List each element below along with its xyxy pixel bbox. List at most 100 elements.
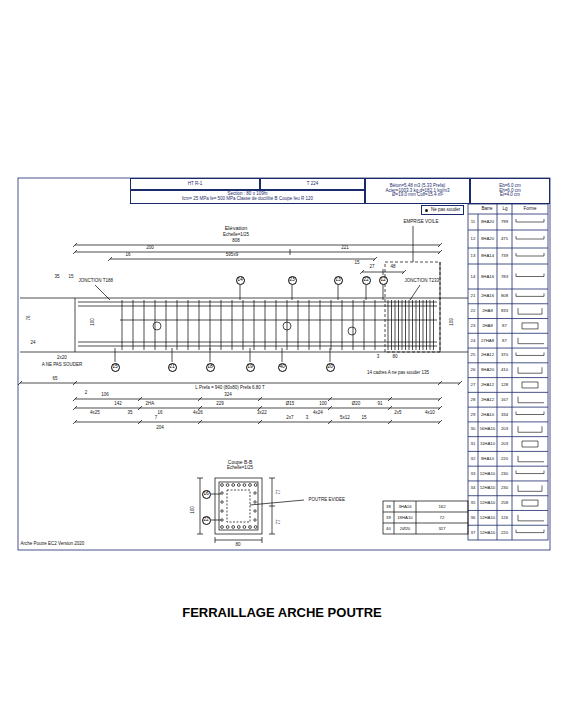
stroke <box>438 420 442 424</box>
stroke <box>221 300 222 350</box>
callout-number: 12 <box>380 277 386 283</box>
stroke <box>249 484 252 487</box>
stroke <box>468 436 548 437</box>
dimension-label: 204 <box>156 426 165 431</box>
stroke <box>144 300 145 350</box>
stroke <box>243 484 246 487</box>
stroke <box>360 270 364 274</box>
dimension-label: Coupe B-B <box>227 460 252 465</box>
stroke <box>438 250 442 254</box>
callout-circle: 22 <box>202 516 211 525</box>
stroke <box>398 300 399 350</box>
table-cell: 31 <box>470 442 476 446</box>
table-cell: Forme <box>523 207 537 212</box>
stroke <box>254 510 256 512</box>
stroke <box>198 397 202 401</box>
stroke <box>522 500 538 506</box>
dimension-label: 100 <box>319 402 328 407</box>
stroke <box>166 300 167 350</box>
stroke <box>353 300 354 350</box>
stroke <box>254 484 257 487</box>
dimension-label: 100 <box>191 506 196 515</box>
stroke <box>438 406 442 410</box>
title-cell: HT R-1 <box>130 178 260 190</box>
stroke <box>364 300 365 350</box>
stroke <box>258 406 262 410</box>
table-cell: 12HA10 <box>479 501 496 505</box>
table-cell: 8HA10 <box>480 457 494 461</box>
dimension-label: 4x10 <box>425 411 436 416</box>
title-cell: Eb=6.0 cmEh=6.0 cmEi=4.0 cm <box>470 178 550 204</box>
stroke <box>254 526 257 529</box>
title-text: fcm= 25 MPa fe= 500 MPa Classe de ductil… <box>182 197 313 202</box>
stroke <box>287 300 288 350</box>
title-text: T 224 <box>307 182 318 187</box>
stroke <box>433 300 434 350</box>
table-cell: 12 <box>470 237 476 241</box>
stroke <box>468 303 548 304</box>
stroke <box>249 526 252 529</box>
stroke <box>108 257 112 261</box>
table-cell: 739 <box>500 254 508 258</box>
stroke <box>468 264 548 265</box>
stroke <box>254 519 256 521</box>
table-cell: 2HA12 <box>480 383 494 387</box>
dimension-label: 77 <box>277 489 282 495</box>
stroke <box>258 397 262 401</box>
table-cell: 475 <box>500 237 508 241</box>
dimension-label: 109 <box>450 318 455 327</box>
dimension-label: 162 <box>438 504 446 508</box>
table-cell: 12HA10 <box>479 486 496 490</box>
table-cell: 28 <box>470 398 476 402</box>
table-cell: 11HA10 <box>479 442 495 446</box>
stroke <box>254 300 255 350</box>
stroke <box>468 421 548 422</box>
stroke <box>468 333 548 334</box>
stroke <box>518 515 544 521</box>
stroke <box>243 300 244 350</box>
stroke <box>226 484 229 487</box>
stroke <box>221 484 224 487</box>
dimension-label: EMPRISE VOILE <box>403 220 439 225</box>
stroke <box>405 300 406 350</box>
stroke <box>373 257 377 261</box>
dimension-label: 2x20 <box>57 356 68 361</box>
table-cell: 12HA10 <box>479 530 496 534</box>
table-cell: 220 <box>500 457 508 461</box>
table-cell: 8HA16 <box>480 274 494 278</box>
dimension-label: 15 <box>361 416 367 421</box>
dimension-label: 16 <box>125 253 131 258</box>
table-cell: 12HA10 <box>479 471 496 475</box>
stroke <box>388 397 392 401</box>
stroke <box>516 530 544 533</box>
stroke <box>258 420 262 424</box>
dimension-label: 200 <box>146 246 155 251</box>
stroke <box>518 426 542 432</box>
stroke <box>468 289 548 290</box>
table-cell: 34 <box>470 486 476 490</box>
stroke <box>409 300 410 350</box>
dimension-label: A NE PAS SOUDER <box>41 363 83 368</box>
stroke <box>232 526 235 529</box>
stroke <box>331 300 332 350</box>
stroke <box>438 397 442 401</box>
stroke <box>18 381 22 385</box>
table-cell: 230 <box>500 471 508 475</box>
stroke <box>232 484 235 487</box>
title-text: Ei=4.0 cm <box>500 193 520 198</box>
dimension-label: 142 <box>114 402 123 407</box>
dimension-label: Echelle=1/25 <box>222 233 249 238</box>
table-cell: 22 <box>470 309 476 313</box>
stroke <box>177 300 178 350</box>
dimension-label: 76 <box>27 315 32 321</box>
callout-number: 21 <box>169 364 175 370</box>
stroke <box>232 300 233 350</box>
stroke <box>468 525 548 526</box>
stroke <box>468 248 548 249</box>
table-cell: 27 <box>470 383 476 387</box>
dimension-label: Arche Poutre EC2 Version 2020 <box>20 542 85 547</box>
dimension-label: 327 <box>438 526 446 530</box>
callout-number: 20 <box>327 364 333 370</box>
